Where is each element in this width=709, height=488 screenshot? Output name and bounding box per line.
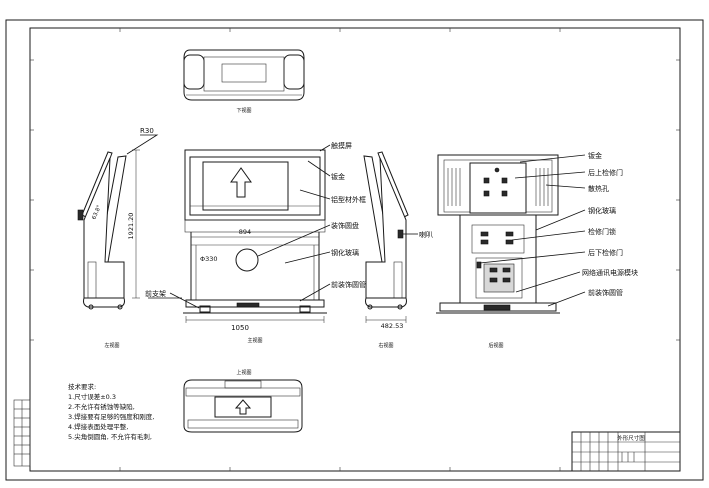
callout-rear-upper-door: 后上检修门 xyxy=(588,168,623,177)
bottom-view: 下视图 xyxy=(183,49,305,114)
tech-req-item: 2.不允许有锈蚀等缺陷, xyxy=(68,402,135,411)
left-view: 1921.20 63.8° R30 前支架 左视图 xyxy=(77,127,200,349)
main-view: 894 Φ330 1050 触摸屏 钣金 铝型材外框 装饰圆盘 钢化玻璃 前装饰… xyxy=(183,141,366,344)
sheet-outer-border xyxy=(5,19,704,481)
dim-depth: 482.53 xyxy=(381,322,404,330)
border-zone-ticks xyxy=(30,28,680,471)
callout-network-power-module: 网络通讯电源模块 xyxy=(582,268,638,277)
tech-req-item: 4.焊接表面处理平整, xyxy=(68,422,128,431)
callout-aluminum-frame: 铝型材外框 xyxy=(331,195,366,204)
callout-sheet-metal-front: 钣金 xyxy=(331,172,345,181)
dim-angle: 63.8° xyxy=(91,204,103,220)
label-right-view: 右视图 xyxy=(378,342,393,349)
callout-front-bracket: 前支架 xyxy=(145,289,166,298)
drawing-name: 外形尺寸图 xyxy=(617,434,645,442)
top-view: 上视图 xyxy=(183,369,303,433)
technical-requirements: 技术要求: 1.尺寸误差±0.3 2.不允许有锈蚀等缺陷, 3.焊接要有足够的强… xyxy=(68,382,154,441)
label-top-view: 上视图 xyxy=(236,369,251,376)
callout-sheet-metal-rear: 钣金 xyxy=(588,151,602,160)
tech-req-item: 5.尖角倒圆角, 不允许有毛刺, xyxy=(68,432,152,441)
label-main-view: 主视图 xyxy=(247,337,262,344)
heat-slots-left xyxy=(447,168,461,206)
right-view: 喇叭 482.53 右视图 xyxy=(363,151,433,349)
tech-req-title: 技术要求: xyxy=(68,382,96,391)
callout-front-decor-tube: 前装饰圆管 xyxy=(331,280,366,289)
rear-view: 钣金 后上检修门 散热孔 钢化玻璃 检修门锁 后下检修门 网络通讯电源模块 前装… xyxy=(436,151,638,349)
dim-total-width: 1050 xyxy=(231,324,249,332)
callout-speaker: 喇叭 xyxy=(419,230,433,239)
callout-tempered-glass-front: 钢化玻璃 xyxy=(331,248,359,257)
callout-decor-ring: 装饰圆盘 xyxy=(331,221,359,230)
label-rear-view: 后视图 xyxy=(488,342,503,349)
sheet-inner-border xyxy=(29,27,681,472)
callout-heat-holes: 散热孔 xyxy=(588,184,609,193)
callout-touch-screen: 触摸屏 xyxy=(331,141,352,150)
callout-front-decor-tube-rear: 前装饰圆管 xyxy=(588,288,623,297)
tech-req-item: 3.焊接要有足够的强度和刚度, xyxy=(68,412,154,421)
dim-radius: R30 xyxy=(140,127,154,135)
revision-stamp-table xyxy=(13,399,31,467)
title-block: 外形尺寸图 xyxy=(571,431,681,472)
label-left-view: 左视图 xyxy=(104,342,119,349)
heat-slots-right xyxy=(535,168,549,206)
tech-req-item: 1.尺寸误差±0.3 xyxy=(68,392,116,401)
callout-rear-lower-door: 后下检修门 xyxy=(588,248,623,257)
callout-door-lock: 检修门锁 xyxy=(588,227,616,236)
label-bottom-view: 下视图 xyxy=(236,107,251,114)
callout-tempered-glass-rear: 钢化玻璃 xyxy=(588,206,616,215)
dim-circle-diameter: Φ330 xyxy=(200,255,218,263)
dim-height: 1921.20 xyxy=(127,213,135,240)
dim-screen-width: 894 xyxy=(239,228,251,236)
